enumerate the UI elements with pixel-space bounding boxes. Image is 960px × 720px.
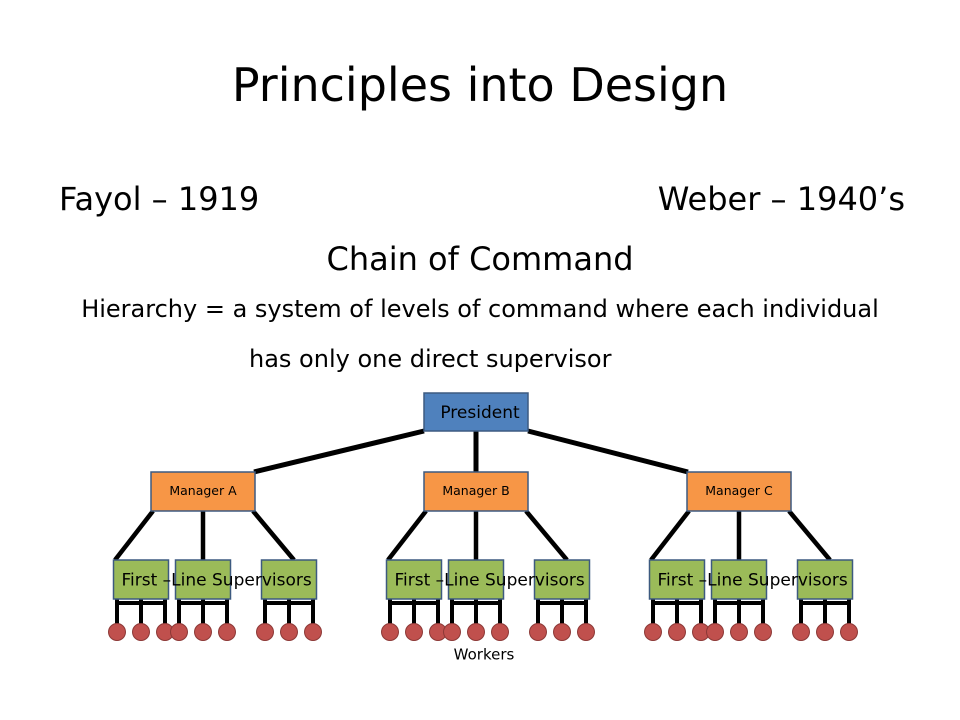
worker-node	[280, 623, 298, 641]
hierarchy-definition-line-2: has only one direct supervisor	[249, 345, 612, 373]
slide-title: Principles into Design	[231, 58, 729, 112]
president-box	[423, 392, 529, 432]
connector-president-manager-c	[527, 428, 689, 475]
supervisor-label: First –Line Supervisors	[122, 571, 312, 591]
supervisor-box	[796, 559, 854, 600]
manager-label-c: Manager C	[705, 483, 773, 498]
worker-node	[381, 623, 399, 641]
worker-node	[443, 623, 461, 641]
worker-node	[706, 623, 724, 641]
supervisor-label: First –Line Supervisors	[395, 571, 585, 591]
worker-node	[553, 623, 571, 641]
worker-node	[256, 623, 274, 641]
connector-lines	[113, 428, 851, 632]
connector-manager-supervisor	[251, 509, 296, 562]
supervisor-label: First –Line Supervisors	[658, 571, 848, 591]
worker-node	[491, 623, 509, 641]
worker-node	[170, 623, 188, 641]
worker-node	[754, 623, 772, 641]
manager-box-a	[150, 471, 256, 512]
worker-node	[194, 623, 212, 641]
manager-box-c	[686, 471, 792, 512]
worker-node	[840, 623, 858, 641]
worker-node	[792, 623, 810, 641]
connector-manager-supervisor	[386, 509, 428, 562]
manager-box-b	[423, 471, 529, 512]
weber-heading: Weber – 1940’s	[657, 180, 905, 218]
worker-node	[218, 623, 236, 641]
connector-president-manager-a	[253, 428, 425, 475]
worker-node	[529, 623, 547, 641]
boxes-group	[112, 392, 854, 600]
worker-node	[304, 623, 322, 641]
hierarchy-definition-line-1: Hierarchy = a system of levels of comman…	[81, 295, 879, 323]
worker-node	[668, 623, 686, 641]
supervisor-box	[648, 559, 706, 600]
worker-node	[132, 623, 150, 641]
connector-manager-supervisor	[649, 509, 691, 562]
worker-node	[577, 623, 595, 641]
supervisor-box	[385, 559, 443, 600]
connector-manager-supervisor	[524, 509, 569, 562]
president-label: President	[440, 403, 520, 423]
connector-manager-supervisor	[113, 509, 155, 562]
supervisor-box	[112, 559, 170, 600]
supervisor-box	[260, 559, 318, 600]
worker-node	[730, 623, 748, 641]
worker-node	[405, 623, 423, 641]
supervisor-box	[710, 559, 768, 600]
supervisor-box	[174, 559, 232, 600]
supervisor-box	[533, 559, 591, 600]
chain-of-command-heading: Chain of Command	[326, 240, 634, 278]
worker-node	[644, 623, 662, 641]
fayol-heading: Fayol – 1919	[59, 180, 260, 218]
worker-node	[467, 623, 485, 641]
workers-label: Workers	[454, 646, 515, 664]
worker-node	[816, 623, 834, 641]
manager-label-b: Manager B	[442, 483, 509, 498]
manager-label-a: Manager A	[169, 483, 237, 498]
workers-group	[108, 623, 858, 641]
connector-manager-supervisor	[787, 509, 832, 562]
supervisor-box	[447, 559, 505, 600]
worker-node	[108, 623, 126, 641]
